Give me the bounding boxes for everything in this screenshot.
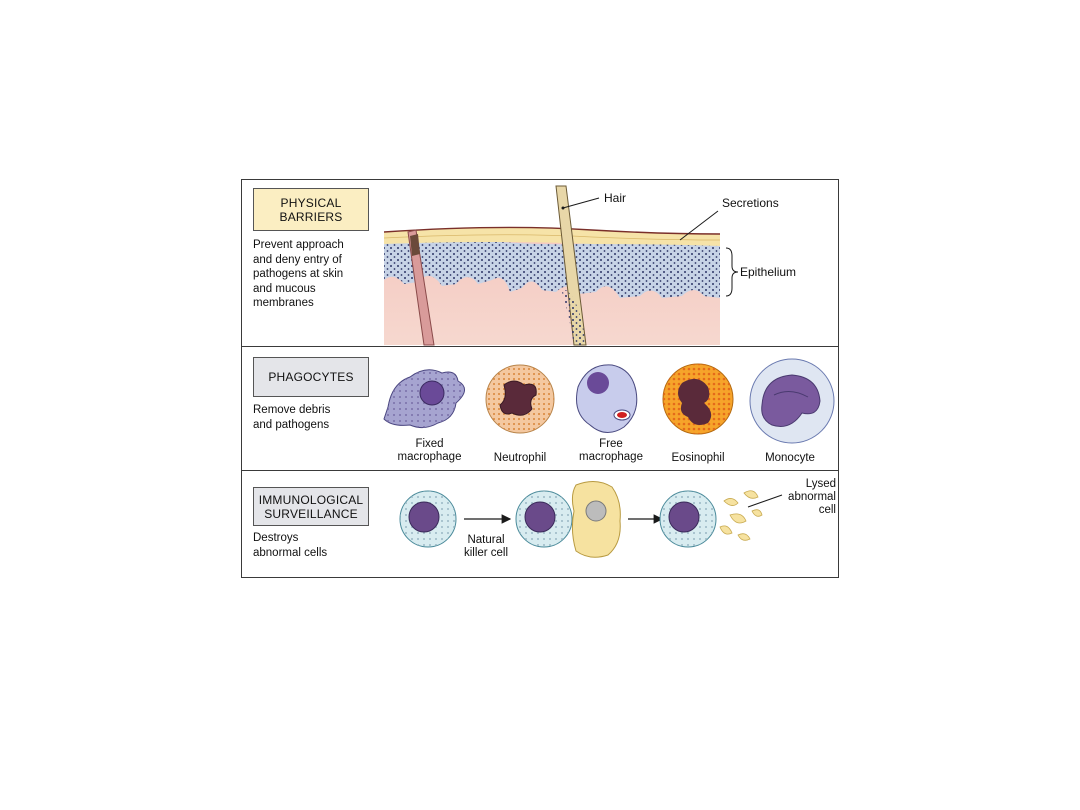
eosinophil-caption: Eosinophil — [671, 452, 725, 464]
nk-cell-1 — [399, 490, 457, 548]
monocyte-caption: Monocyte — [765, 452, 815, 464]
monocyte-cell — [749, 358, 835, 444]
lysed-cell-fragments — [719, 490, 763, 541]
nk-cell-3 — [659, 490, 717, 548]
hair-callout: Hair — [604, 191, 627, 205]
phagocytes-label: PHAGOCYTES — [253, 357, 369, 397]
epithelium-callout: Epithelium — [740, 265, 797, 279]
nk-cell-sequence — [399, 481, 783, 558]
physical-barriers-panel: PHYSICAL BARRIERS Prevent approach and d… — [242, 180, 838, 346]
keratin-layer — [384, 227, 720, 246]
natural-killer-cell-caption: Natural killer cell — [463, 534, 509, 559]
fixed-macrophage-cell — [383, 369, 465, 429]
defense-figure: PHYSICAL BARRIERS Prevent approach and d… — [241, 179, 839, 578]
immunological-surveillance-label: IMMUNOLOGICAL SURVEILLANCE — [253, 487, 369, 526]
immunological-surveillance-description: Destroys abnormal cells — [253, 532, 328, 559]
eosinophil-cell — [662, 363, 734, 435]
lysed-abnormal-cell-caption: Lysed abnormal cell — [788, 478, 836, 516]
phagocyte-cells — [383, 358, 835, 444]
free-macrophage-caption: Free macrophage — [579, 438, 643, 463]
neutrophil-caption: Neutrophil — [493, 452, 547, 464]
immunological-surveillance-panel: IMMUNOLOGICAL SURVEILLANCE Destroys abno… — [242, 470, 838, 578]
physical-barriers-label: PHYSICAL BARRIERS — [253, 188, 369, 231]
free-macrophage-cell — [576, 364, 638, 433]
secretions-callout: Secretions — [722, 196, 779, 210]
physical-barriers-description: Prevent approach and deny entry of patho… — [253, 239, 344, 309]
neutrophil-cell — [485, 364, 555, 434]
nk-cell-2 — [515, 490, 573, 548]
hair-sheath — [562, 290, 586, 345]
phagocytes-panel: PHAGOCYTES Remove debris and pathogens — [242, 346, 838, 471]
abnormal-cell — [571, 481, 621, 558]
fixed-macrophage-caption: Fixed macrophage — [397, 438, 462, 463]
skin-illustration — [383, 185, 739, 346]
phagocytes-description: Remove debris and pathogens — [253, 404, 331, 431]
hair-follicle-left — [407, 229, 435, 346]
